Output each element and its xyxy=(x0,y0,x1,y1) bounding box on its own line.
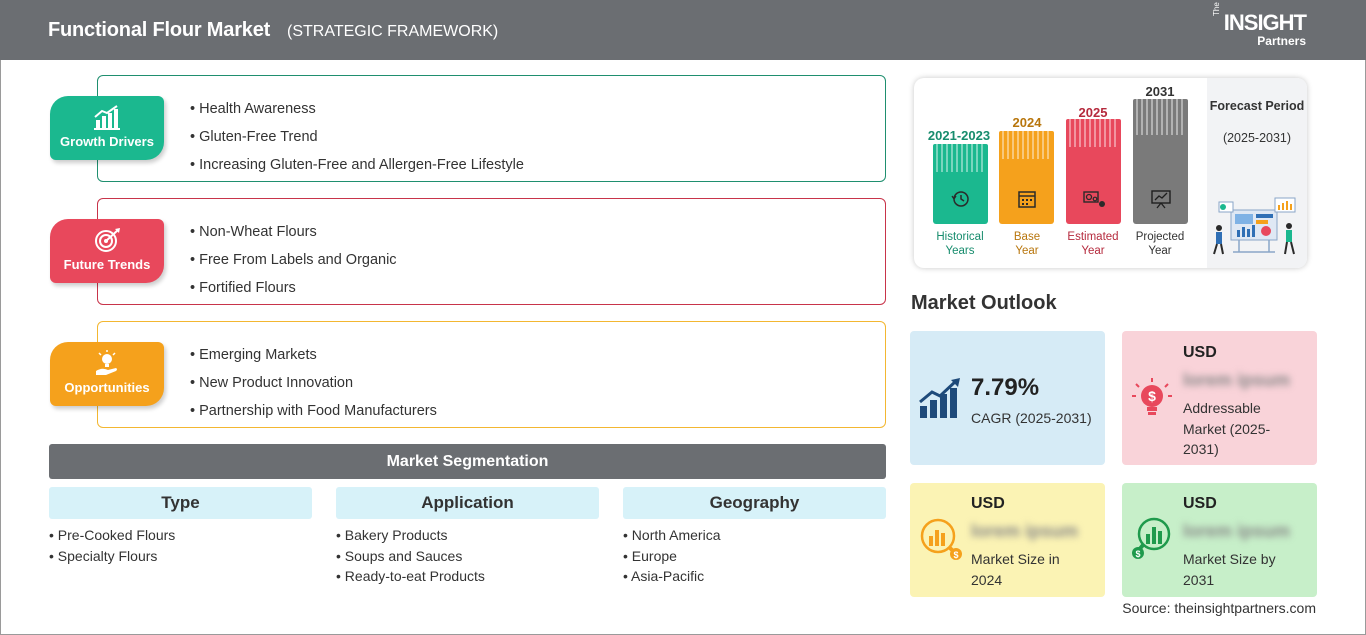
list-item: Bakery Products xyxy=(336,525,599,546)
coin-chart-icon: $ xyxy=(918,516,964,567)
timeline-year: 2021-2023 xyxy=(927,128,991,143)
svg-text:$: $ xyxy=(1135,549,1140,559)
market-outlook-title: Market Outlook xyxy=(911,292,1057,314)
growth-drivers-card: Health Awareness Gluten-Free Trend Incre… xyxy=(97,75,886,182)
cagr-chart-icon xyxy=(918,378,964,425)
source-credit[interactable]: Source: theinsightpartners.com xyxy=(1122,600,1316,616)
size-2031-label: Market Size by 2031 xyxy=(1183,551,1276,588)
tag-label: Growth Drivers xyxy=(60,134,154,149)
bar-stripes xyxy=(1136,99,1183,135)
gears-icon xyxy=(1066,189,1121,214)
addressable-currency: USD xyxy=(1183,344,1217,361)
list-item: Free From Labels and Organic xyxy=(190,246,396,274)
list-item: North America xyxy=(623,525,886,546)
addressable-market-card: $ USD lorem ipsum Addressable Market (20… xyxy=(1122,331,1317,465)
magnifier-chart-icon: $ xyxy=(1130,516,1176,567)
tag-label: Opportunities xyxy=(64,380,150,395)
bar-stripes xyxy=(936,144,983,172)
list-item: Emerging Markets xyxy=(190,341,437,369)
growth-chart-icon xyxy=(50,104,164,130)
lightbulb-hand-icon xyxy=(50,350,164,376)
insight-partners-logo[interactable]: The INSIGHT Partners xyxy=(1211,2,1307,48)
list-item: Specialty Flours xyxy=(49,546,312,567)
size-2024-value: lorem ipsum xyxy=(971,521,1079,541)
list-item: Fortified Flours xyxy=(190,274,397,302)
future-trends-card: Non-Wheat Flours Free From Labels and Or… xyxy=(97,198,886,305)
list-item: Soups and Sauces xyxy=(336,546,599,567)
list-item: Asia-Pacific xyxy=(623,566,886,587)
opportunities-tag: Opportunities xyxy=(50,342,164,406)
timeline-bar-estimated xyxy=(1066,119,1121,224)
market-segmentation-header: Market Segmentation xyxy=(49,444,886,479)
bar-stripes xyxy=(1069,119,1116,147)
segment-head: Type xyxy=(49,487,312,519)
list-item: Health Awareness xyxy=(190,95,524,123)
timeline-bar-base xyxy=(999,131,1054,224)
bar-stripes xyxy=(1002,131,1049,159)
list-item: Pre-Cooked Flours xyxy=(49,525,312,546)
future-trends-tag: Future Trends xyxy=(50,219,164,283)
calendar-icon xyxy=(999,189,1054,214)
money-bulb-icon: $ xyxy=(1130,376,1174,425)
opportunities-list: Emerging Markets New Product Innovation … xyxy=(190,341,437,425)
cagr-card: 7.79% CAGR (2025-2031) xyxy=(910,331,1105,465)
opportunities-card: Emerging Markets New Product Innovation … xyxy=(97,321,886,428)
segment-type: Type Pre-Cooked Flours Specialty Flours xyxy=(49,487,312,566)
segment-head: Application xyxy=(336,487,599,519)
list-item: Ready-to-eat Products xyxy=(336,566,599,587)
market-size-2024-card: $ USD lorem ipsum Market Size in 2024 xyxy=(910,483,1105,597)
target-icon xyxy=(50,227,164,253)
cagr-value: 7.79% xyxy=(971,374,1040,401)
segment-head: Geography xyxy=(623,487,886,519)
market-size-2031-card: $ USD lorem ipsum Market Size by 2031 xyxy=(1122,483,1317,597)
size-2031-value: lorem ipsum xyxy=(1183,521,1291,541)
forecast-title: Forecast Period xyxy=(1209,99,1305,113)
segment-application: Application Bakery Products Soups and Sa… xyxy=(336,487,599,587)
list-item: Non-Wheat Flours xyxy=(190,218,397,246)
list-item: New Product Innovation xyxy=(190,369,437,397)
timeline-bar-historical xyxy=(933,144,988,224)
svg-text:$: $ xyxy=(1148,388,1156,404)
timeline-year: 2024 xyxy=(1012,115,1042,130)
svg-text:$: $ xyxy=(953,550,958,560)
addressable-value: lorem ipsum xyxy=(1183,370,1291,390)
cagr-label: CAGR (2025-2031) xyxy=(971,410,1092,426)
size-2024-currency: USD xyxy=(971,495,1005,512)
page-subtitle: (STRATEGIC FRAMEWORK) xyxy=(287,23,499,40)
analytics-people-icon xyxy=(1209,196,1301,261)
size-2024-label: Market Size in 2024 xyxy=(971,551,1060,588)
history-icon xyxy=(933,189,988,214)
list-item: Europe xyxy=(623,546,886,567)
growth-drivers-list: Health Awareness Gluten-Free Trend Incre… xyxy=(190,95,524,179)
list-item: Increasing Gluten-Free and Allergen-Free… xyxy=(190,151,524,179)
header-bar: Functional Flour Market (STRATEGIC FRAME… xyxy=(0,0,1366,60)
segment-geography: Geography North America Europe Asia-Paci… xyxy=(623,487,886,587)
growth-drivers-tag: Growth Drivers xyxy=(50,96,164,160)
timeline-year: 2031 xyxy=(1145,84,1175,99)
list-item: Partnership with Food Manufacturers xyxy=(190,397,437,425)
addressable-label: Addressable Market (2025-2031) xyxy=(1183,400,1271,457)
list-item: Gluten-Free Trend xyxy=(190,123,524,151)
page-title: Functional Flour Market xyxy=(48,19,271,41)
tag-label: Future Trends xyxy=(63,257,151,272)
size-2031-currency: USD xyxy=(1183,495,1217,512)
future-trends-list: Non-Wheat Flours Free From Labels and Or… xyxy=(190,218,397,302)
presentation-icon xyxy=(1133,189,1188,214)
forecast-range: (2025-2031) xyxy=(1222,131,1292,145)
timeline-year: 2025 xyxy=(1078,105,1108,120)
timeline-bar-projected xyxy=(1133,99,1188,224)
